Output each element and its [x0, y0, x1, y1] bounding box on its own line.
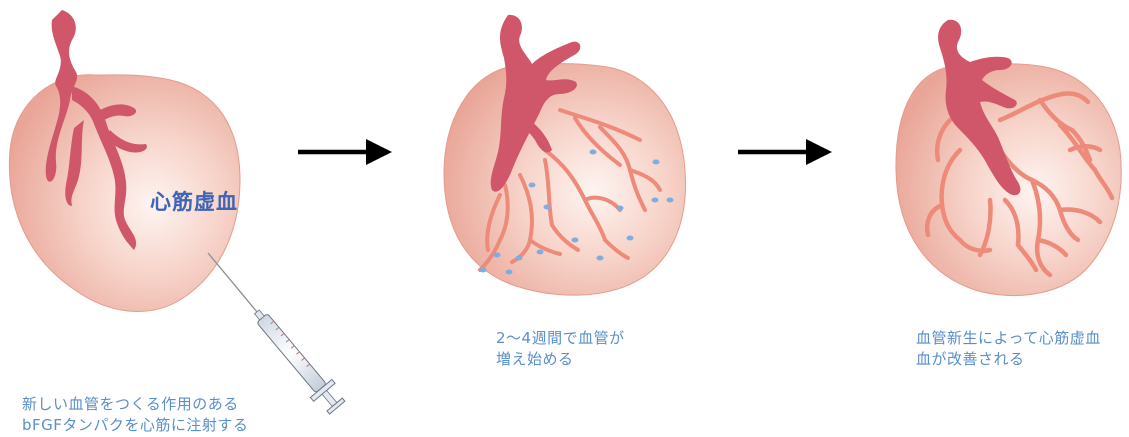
drop-icon [480, 268, 487, 273]
heart-angiogenesis-start [444, 15, 686, 295]
drop-icon [667, 198, 674, 203]
ischemia-label: 心筋虚血 [150, 186, 238, 216]
drop-icon [572, 238, 579, 243]
drop-icon [597, 256, 604, 261]
drop-icon [590, 150, 597, 155]
heart-ischemic [9, 10, 240, 311]
step2-line2: 増え始める [496, 349, 625, 370]
arrow-right-icon [738, 139, 832, 165]
arrow-right-icon [298, 139, 392, 165]
drop-icon [653, 160, 660, 165]
drop-icon [544, 205, 551, 210]
drop-icon [617, 206, 624, 211]
step3-line1: 血管新生によって心筋虚血 [916, 328, 1101, 349]
drop-icon [494, 253, 501, 258]
drop-icon [506, 270, 513, 275]
syringe-icon [208, 253, 348, 417]
drop-icon [537, 250, 544, 255]
drop-icon [529, 183, 536, 188]
heart-improved [896, 20, 1121, 296]
drop-icon [516, 256, 523, 261]
drop-icon [652, 198, 659, 203]
step1-line1: 新しい血管をつくる作用のある [22, 394, 248, 415]
step1-line2: bFGFタンパクを心筋に注射する [22, 415, 248, 436]
step2-caption: 2〜4週間で血管が 増え始める [496, 328, 625, 370]
step3-caption: 血管新生によって心筋虚血 血が改善される [916, 328, 1101, 370]
drop-icon [627, 236, 634, 241]
step2-line1: 2〜4週間で血管が [496, 328, 625, 349]
step1-caption: 新しい血管をつくる作用のある bFGFタンパクを心筋に注射する [22, 394, 248, 436]
step3-line2: 血が改善される [916, 349, 1101, 370]
